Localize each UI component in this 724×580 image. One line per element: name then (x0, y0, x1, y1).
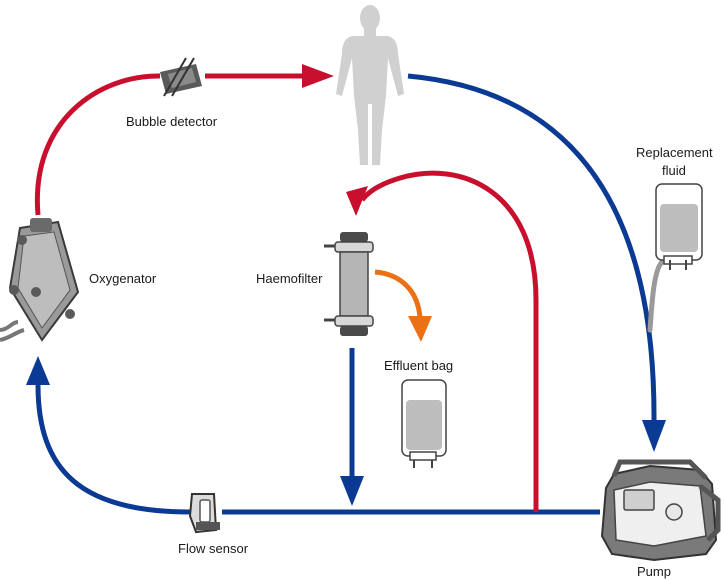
oxygenator-label: Oxygenator (89, 271, 157, 286)
arterial-line-oxygenator-to-bubble-detector (34, 73, 161, 216)
replacement-fluid-label-line1: Replacement (636, 145, 713, 160)
venous-arrow-down (340, 476, 364, 506)
fluid-bag-icon (401, 379, 447, 468)
haemofilter-icon (324, 232, 374, 336)
venous-arrow-to-pump (642, 420, 666, 452)
arterial-arrow-to-patient (302, 64, 334, 88)
venous-line-to-oxygenator (35, 384, 191, 515)
effluent-arrow (408, 316, 432, 342)
effluent-line (374, 269, 423, 319)
bubble-detector-label: Bubble detector (126, 114, 218, 129)
bubble-detector-icon (160, 57, 202, 97)
pump-icon (600, 459, 721, 562)
replacement-fluid-line (647, 259, 665, 333)
flow-sensor-label: Flow sensor (178, 541, 249, 556)
arterial-line-to-haemofilter (360, 170, 539, 512)
venous-arrow-to-oxygenator (26, 356, 50, 385)
effluent-bag-label: Effluent bag (384, 358, 453, 373)
haemofilter-label: Haemofilter (256, 271, 323, 286)
human-figure-icon (336, 5, 404, 165)
replacement-fluid-label-line2: fluid (662, 163, 686, 178)
fluid-bag-icon (655, 183, 703, 270)
arterial-arrow-to-haemofilter (346, 186, 368, 216)
flow-sensor-icon (188, 493, 220, 534)
pump-label: Pump (637, 564, 671, 579)
venous-line-patient-to-pump (407, 73, 657, 421)
oxygenator-icon (0, 218, 80, 342)
